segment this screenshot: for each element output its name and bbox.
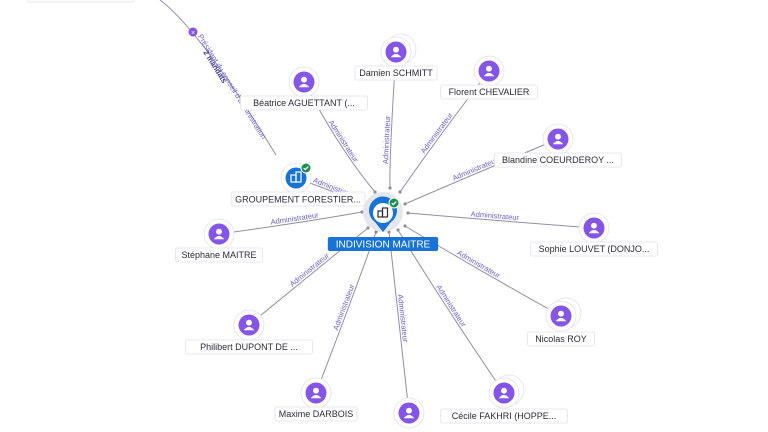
building-icon	[377, 207, 389, 218]
center-name-label: INDIVISION MAITRE	[327, 237, 439, 251]
verified-check-icon	[300, 162, 312, 174]
person-node[interactable]: Maxime DARBOIS	[274, 377, 358, 422]
person-name: Cécile FAKHRI (HOPPE...	[452, 411, 557, 421]
verified-check-icon	[388, 197, 400, 209]
edge-arrow-marker	[406, 211, 410, 215]
edge-label-administrateur: Administrateur	[419, 111, 455, 156]
person-name: Sophie LOUVET (DONJO...	[539, 244, 650, 254]
edge-label-administrateur: Administrateur	[456, 248, 503, 280]
person-icon	[550, 305, 572, 327]
person-node[interactable]: Cécile FAKHRI (HOPPE...	[440, 374, 568, 424]
edge-arrow-marker	[373, 190, 377, 194]
center-name: INDIVISION MAITRE	[336, 240, 431, 251]
company-name: GROUPEMENT FORESTIER...	[235, 195, 361, 205]
relation-edge	[404, 138, 559, 205]
person-name-label: Maxime DARBOIS	[274, 406, 358, 422]
person-name-label: Philibert DUPONT DE ...	[185, 339, 313, 355]
building-icon	[285, 167, 307, 189]
relation-edge	[218, 211, 363, 235]
person-node[interactable]: Philibert DUPONT DE ...	[185, 309, 313, 355]
person-name-label: Béatrice AGUETTANT (...	[240, 95, 368, 111]
edge-arrow-marker	[374, 230, 378, 234]
edge-label-administrateur: Administrateur	[451, 155, 499, 182]
person-node[interactable]: Blandine COEURDEROY ...	[494, 123, 622, 168]
person-name: Maxime DARBOIS	[279, 409, 354, 419]
person-node[interactable]: Béatrice AGUETTANT (...	[240, 66, 368, 111]
person-name: Béatrice AGUETTANT (...	[253, 98, 355, 108]
person-icon	[583, 217, 605, 239]
person-node[interactable]: Sophie LOUVET (DONJO...	[530, 212, 658, 257]
edge-label-administrateur: Administrateur	[331, 282, 356, 331]
person-name-label: Cécile FAKHRI (HOPPE...	[440, 408, 568, 424]
person-name: Philibert DUPONT DE ...	[200, 342, 298, 352]
company-node[interactable]: GROUPEMENT FORESTIER...	[230, 162, 366, 207]
person-icon	[547, 128, 569, 150]
svg-text:×: ×	[191, 30, 195, 37]
person-name: Nicolas ROY	[535, 334, 587, 344]
relation-edge	[404, 225, 562, 317]
person-node[interactable]: Damien SCHMITT	[354, 33, 438, 81]
person-name-label: Sophie LOUVET (DONJO...	[530, 241, 658, 257]
person-icon	[293, 71, 315, 93]
person-name: Stéphane MAITRE	[181, 250, 256, 260]
person-node[interactable]	[393, 397, 425, 429]
person-name: Damien SCHMITT	[359, 68, 433, 78]
edge-arrow-marker	[388, 186, 392, 190]
person-icon	[478, 60, 500, 82]
person-icon	[238, 314, 260, 336]
upstream-edge	[159, 0, 277, 156]
company-name-label: GROUPEMENT FORESTIER...	[230, 191, 366, 207]
person-name: Blandine COEURDEROY ...	[502, 155, 614, 165]
person-name-label: Blandine COEURDEROY ...	[494, 152, 622, 168]
edge-arrow-marker	[403, 202, 407, 206]
person-icon	[208, 223, 230, 245]
person-name-label: Nicolas ROY	[527, 331, 595, 347]
person-name-label: Stéphane MAITRE	[175, 247, 263, 263]
person-node[interactable]: Nicolas ROY	[527, 297, 595, 347]
relation-edge	[407, 212, 595, 229]
edge-label-administrateur: Administrateur	[396, 294, 410, 344]
center-pin[interactable]	[368, 196, 397, 232]
person-name-label: Damien SCHMITT	[354, 65, 438, 81]
center-node-group[interactable]: INDIVISION MAITRE	[327, 192, 439, 251]
person-icon	[398, 402, 420, 424]
edge-arrow-marker	[360, 210, 364, 214]
graph-nodes: Damien SCHMITT Béatrice AGUETTANT (... Flo…	[27, 0, 658, 429]
edge-arrow-marker	[396, 228, 400, 232]
person-icon	[385, 41, 407, 63]
person-icon	[493, 382, 515, 404]
mandats-badge: ×	[188, 27, 198, 37]
edge-arrow-marker	[398, 190, 402, 194]
person-icon	[305, 382, 327, 404]
offscreen-node-label	[27, 0, 135, 3]
person-name: Florent CHEVALIER	[449, 87, 530, 97]
edge-label-administrateur: Administrateur	[270, 210, 320, 226]
edge-arrow-marker	[366, 226, 370, 230]
edge-label-administrateur: Administrateur	[327, 118, 361, 164]
edge-arrow-marker	[403, 224, 407, 228]
edge-label-administrateur: Administrateur	[470, 209, 519, 222]
edge-label-administrateur: Administrateur	[288, 251, 332, 289]
edge-label-administrateur: Administrateur	[381, 115, 392, 164]
person-name-label: Florent CHEVALIER	[440, 84, 538, 100]
person-node[interactable]: Stéphane MAITRE	[175, 218, 263, 263]
edge-label-administrateur: Administrateur	[434, 283, 468, 329]
relation-edge	[388, 231, 410, 414]
person-node[interactable]: Florent CHEVALIER	[440, 55, 538, 100]
